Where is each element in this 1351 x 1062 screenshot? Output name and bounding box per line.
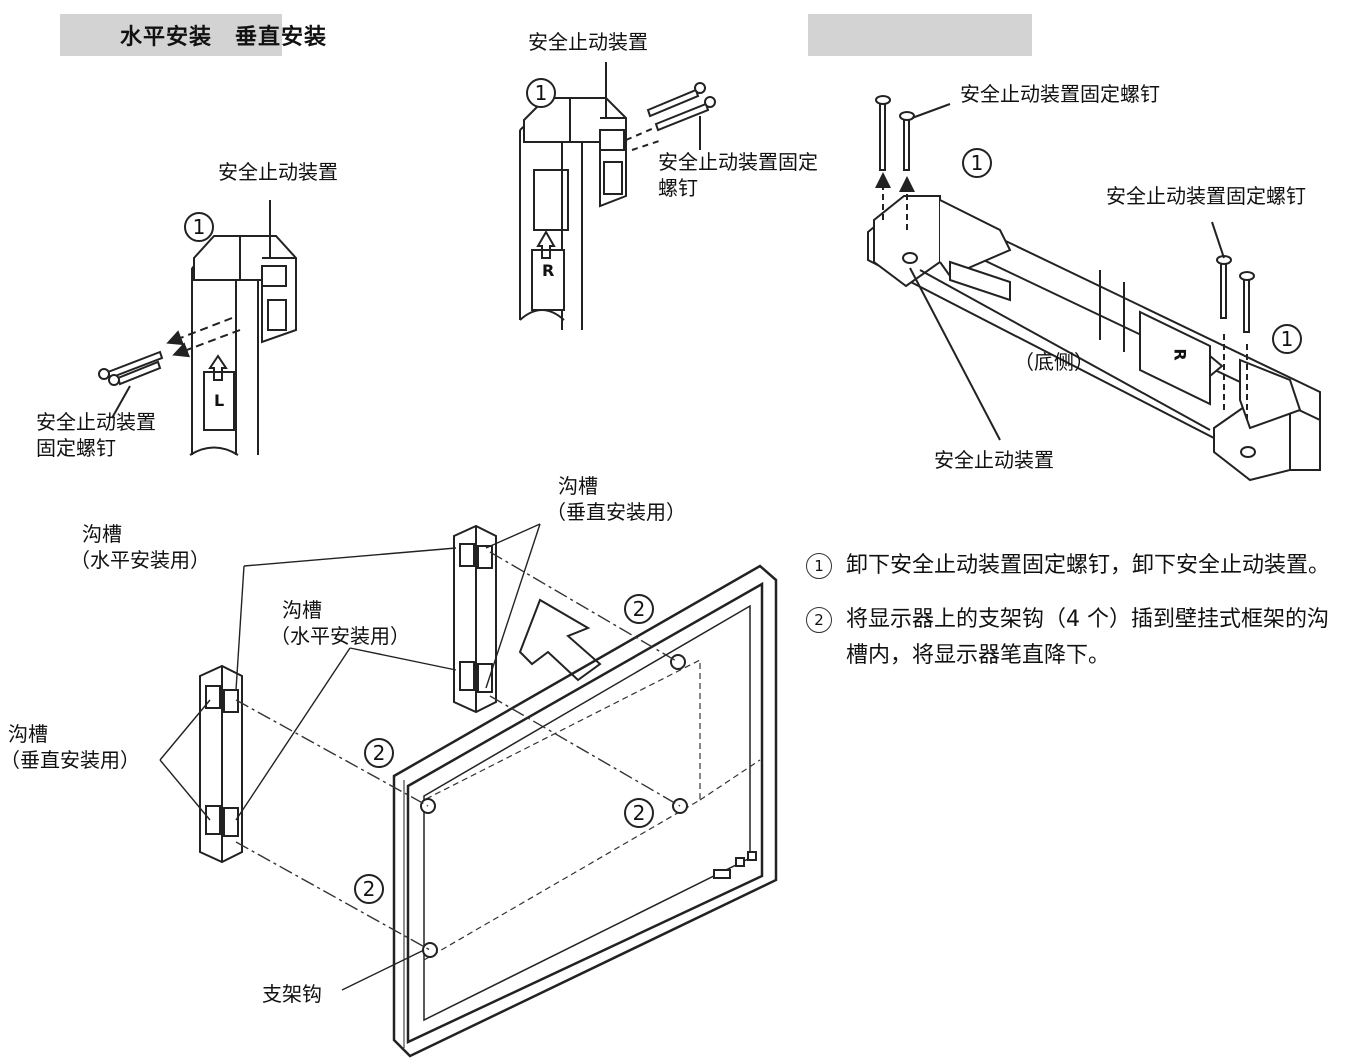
marker-1-middle: 1 bbox=[526, 78, 556, 108]
label-bottom-side: （底侧） bbox=[1014, 350, 1094, 374]
label-part-R-rail: R bbox=[1170, 348, 1190, 361]
label-stopper-screw-left-1: 安全止动装置 bbox=[36, 410, 156, 434]
rail-screws bbox=[875, 95, 1255, 441]
marker-2-left-upper: 2 bbox=[364, 738, 394, 768]
label-groove-4: 沟槽 bbox=[8, 722, 48, 746]
step-2-text: 将显示器上的支架钩（4 个）插到壁挂式框架的沟槽内，将显示器笔直降下。 bbox=[846, 607, 1329, 668]
label-stopper-screw-rail-top: 安全止动装置固定螺钉 bbox=[960, 82, 1160, 106]
marker-1-rail-left: 1 bbox=[962, 148, 992, 178]
blank-title-bar bbox=[808, 14, 1032, 56]
label-part-L: L bbox=[214, 391, 225, 410]
label-groove-vertical-1: （垂直安装用） bbox=[546, 500, 686, 524]
label-bracket-hook: 支架钩 bbox=[262, 982, 322, 1006]
step-2: 2 将显示器上的支架钩（4 个）插到壁挂式框架的沟槽内，将显示器笔直降下。 bbox=[806, 602, 1346, 674]
step-1-number: 1 bbox=[806, 553, 832, 579]
label-stopper-screw-middle-2: 螺钉 bbox=[658, 176, 698, 200]
step-1-text: 卸下安全止动装置固定螺钉，卸下安全止动装置。 bbox=[846, 553, 1331, 578]
label-groove-2: 沟槽 bbox=[282, 598, 322, 622]
alignment-lines bbox=[235, 551, 681, 951]
label-groove-3: 沟槽 bbox=[558, 474, 598, 498]
marker-1-left: 1 bbox=[184, 212, 214, 242]
display-hidden-lines bbox=[423, 659, 761, 962]
label-stopper-screw-middle-1: 安全止动装置固定 bbox=[658, 150, 818, 174]
label-stopper-middle: 安全止动装置 bbox=[528, 30, 648, 54]
section-title-bar: 水平安装 垂直安装 bbox=[60, 14, 326, 56]
label-stopper-screw-left-2: 固定螺钉 bbox=[36, 436, 116, 460]
label-groove-vertical-2: （垂直安装用） bbox=[0, 748, 140, 772]
marker-2-right: 2 bbox=[624, 798, 654, 828]
label-groove-horizontal-1: （水平安装用） bbox=[70, 548, 210, 572]
left-stopper bbox=[193, 200, 297, 344]
right-screws bbox=[625, 82, 716, 151]
display-hooks bbox=[420, 654, 757, 958]
label-part-R: R bbox=[542, 261, 555, 280]
step-1: 1 卸下安全止动装置固定螺钉，卸下安全止动装置。 bbox=[806, 548, 1346, 584]
display-panel bbox=[392, 564, 778, 1058]
label-stopper-left: 安全止动装置 bbox=[218, 160, 338, 184]
leader-lines bbox=[159, 523, 541, 991]
label-groove-1: 沟槽 bbox=[82, 522, 122, 546]
instruction-steps: 1 卸下安全止动装置固定螺钉，卸下安全止动装置。 2 将显示器上的支架钩（4 个… bbox=[806, 548, 1346, 692]
lower-right-bracket bbox=[453, 524, 497, 714]
section-title: 水平安装 垂直安装 bbox=[120, 25, 328, 50]
rail-left-stopper bbox=[873, 195, 1012, 302]
label-stopper-rail: 安全止动装置 bbox=[934, 448, 1054, 472]
marker-2-top: 2 bbox=[624, 594, 654, 624]
up-arrow bbox=[518, 598, 602, 682]
step-2-number: 2 bbox=[806, 607, 832, 633]
rail-right-stopper bbox=[1213, 358, 1302, 482]
left-screws bbox=[98, 317, 241, 419]
marker-1-rail-right: 1 bbox=[1272, 324, 1302, 354]
right-stopper bbox=[523, 62, 627, 208]
label-groove-horizontal-2: （水平安装用） bbox=[270, 624, 410, 648]
label-stopper-screw-rail-right: 安全止动装置固定螺钉 bbox=[1106, 184, 1306, 208]
lower-left-bracket bbox=[199, 664, 243, 864]
marker-2-left-lower: 2 bbox=[354, 874, 384, 904]
